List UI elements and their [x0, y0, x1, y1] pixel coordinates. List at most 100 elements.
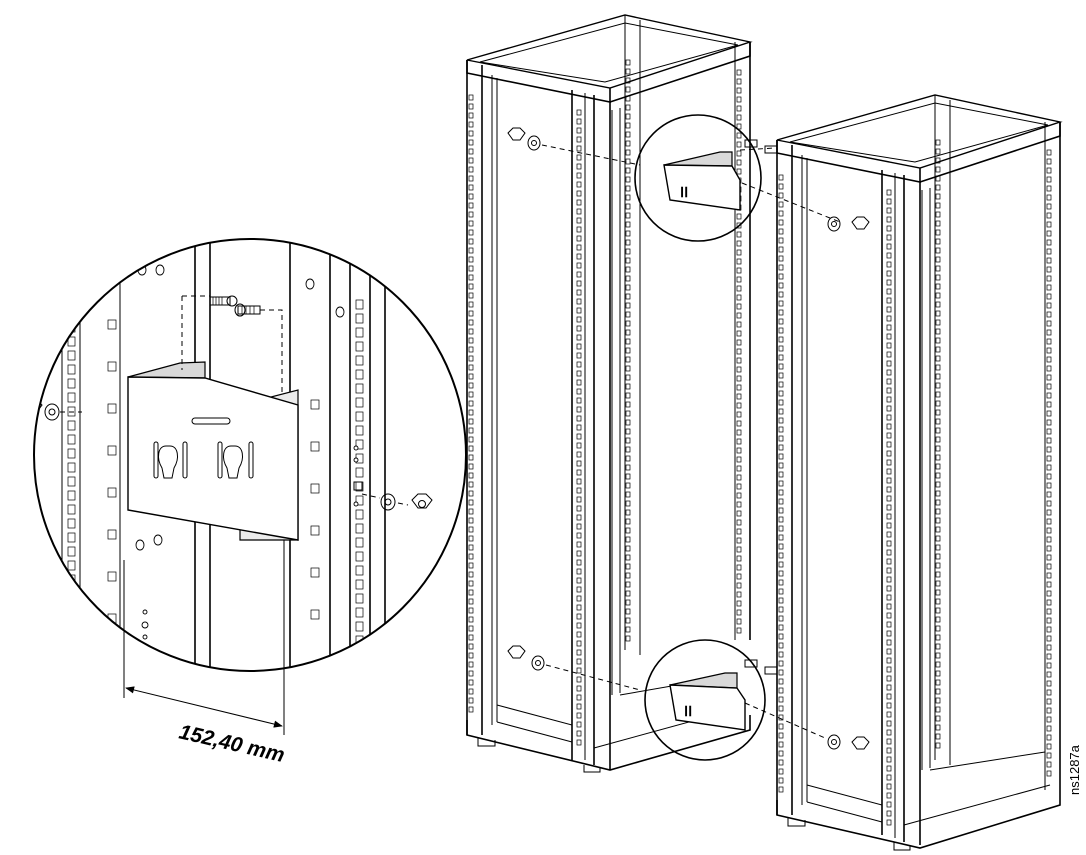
mounting-slot	[468, 409, 474, 416]
mounting-slot	[1046, 455, 1052, 462]
mounting-slot	[1046, 437, 1052, 444]
mounting-slot	[886, 774, 892, 781]
mounting-slot	[1046, 320, 1052, 327]
mounting-slot	[67, 462, 76, 473]
mounting-slot	[935, 481, 941, 488]
mounting-slot	[886, 360, 892, 367]
mounting-slot	[576, 253, 582, 260]
mounting-slot	[736, 420, 742, 427]
mounting-slot	[935, 598, 941, 605]
mounting-slot	[107, 361, 117, 372]
mounting-slot	[67, 378, 76, 389]
mounting-slot	[778, 417, 784, 424]
mounting-slot	[468, 643, 474, 650]
mounting-slot	[886, 747, 892, 754]
mounting-slot	[468, 562, 474, 569]
mounting-slot	[935, 238, 941, 245]
mounting-slot	[1046, 500, 1052, 507]
mounting-slot	[1046, 329, 1052, 336]
mounting-slot	[778, 696, 784, 703]
mounting-slot	[736, 546, 742, 553]
mounting-slot	[736, 564, 742, 571]
mounting-slot	[576, 703, 582, 710]
mounting-slot	[468, 427, 474, 434]
mounting-slot	[625, 428, 631, 435]
mounting-slot	[355, 495, 364, 506]
mounting-slot	[576, 280, 582, 287]
mounting-slot	[576, 388, 582, 395]
mounting-slot	[576, 658, 582, 665]
mounting-slot	[736, 312, 742, 319]
mounting-slot	[935, 436, 941, 443]
rack-frame-right	[776, 94, 1063, 851]
mounting-slot	[576, 694, 582, 701]
mounting-slot	[935, 445, 941, 452]
mounting-slot	[625, 311, 631, 318]
mounting-slot	[576, 577, 582, 584]
mounting-slot	[576, 487, 582, 494]
mounting-slot	[67, 406, 76, 417]
mounting-slot	[576, 442, 582, 449]
mounting-slot	[576, 370, 582, 377]
mounting-slot	[625, 68, 631, 75]
mounting-slot	[1046, 248, 1052, 255]
mounting-slot	[736, 528, 742, 535]
mounting-slot	[886, 648, 892, 655]
mounting-slot	[576, 307, 582, 314]
mounting-slot	[736, 537, 742, 544]
mounting-slot	[625, 95, 631, 102]
mounting-slot	[886, 765, 892, 772]
mounting-slot	[778, 273, 784, 280]
mounting-slot	[107, 319, 117, 330]
mounting-slot	[935, 697, 941, 704]
mounting-slot	[576, 226, 582, 233]
mounting-slot	[468, 256, 474, 263]
mounting-slot	[1046, 761, 1052, 768]
mounting-slot	[736, 609, 742, 616]
mounting-slot	[576, 181, 582, 188]
mounting-slot	[886, 216, 892, 223]
mounting-slot	[468, 607, 474, 614]
mounting-slot	[736, 159, 742, 166]
mounting-slot	[778, 336, 784, 343]
mounting-slot	[576, 289, 582, 296]
mounting-slot	[935, 211, 941, 218]
mounting-slot	[886, 288, 892, 295]
mounting-slot	[778, 291, 784, 298]
mounting-slot	[576, 154, 582, 161]
mounting-slot	[935, 229, 941, 236]
mounting-slot	[1046, 365, 1052, 372]
mounting-slot	[935, 265, 941, 272]
mounting-slot	[468, 211, 474, 218]
mounting-slot	[576, 586, 582, 593]
mounting-slot	[1046, 689, 1052, 696]
mounting-slot	[886, 324, 892, 331]
mounting-slot	[736, 402, 742, 409]
mounting-slot	[625, 599, 631, 606]
mounting-slot	[778, 741, 784, 748]
mounting-slot	[576, 271, 582, 278]
mounting-slot	[778, 264, 784, 271]
mounting-slot	[576, 172, 582, 179]
mounting-slot	[736, 168, 742, 175]
mounting-slot	[1046, 239, 1052, 246]
mounting-slot	[935, 202, 941, 209]
mounting-slot	[935, 544, 941, 551]
mounting-slot	[886, 522, 892, 529]
mounting-slot	[576, 379, 582, 386]
mounting-slot	[778, 228, 784, 235]
mounting-slot	[468, 157, 474, 164]
mounting-slot	[886, 756, 892, 763]
mounting-slot	[935, 472, 941, 479]
mounting-slot	[468, 418, 474, 425]
mounting-slot	[67, 350, 76, 361]
mounting-slot	[468, 400, 474, 407]
mounting-slot	[468, 652, 474, 659]
mounting-slot	[886, 234, 892, 241]
mounting-slot	[935, 715, 941, 722]
mounting-slot	[935, 220, 941, 227]
mounting-slot	[355, 313, 364, 324]
mounting-slot	[576, 298, 582, 305]
mounting-slot	[468, 544, 474, 551]
mounting-slot	[1046, 635, 1052, 642]
